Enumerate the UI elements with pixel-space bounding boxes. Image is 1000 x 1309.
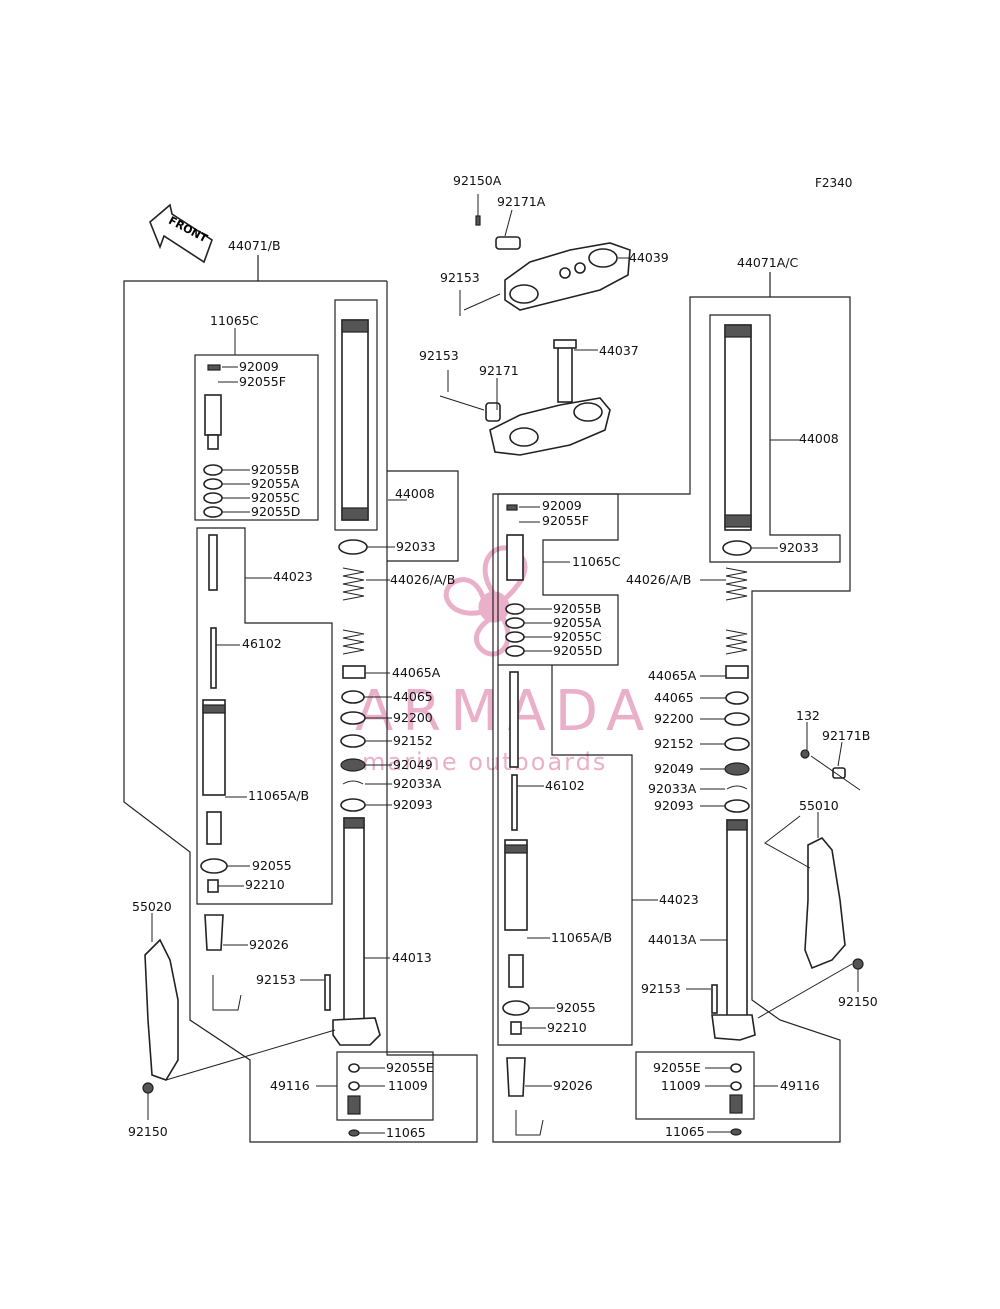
- label-R-92200: 92200: [654, 711, 694, 726]
- label-L-44026: 44026/A/B: [390, 572, 455, 587]
- label-L-55020: 55020: [132, 899, 172, 914]
- label-L-11065AB: 11065A/B: [248, 788, 309, 803]
- label-R-92055C: 92055C: [553, 629, 602, 644]
- label-R-44026: 44026/A/B: [626, 572, 691, 587]
- label-R-44065: 44065: [654, 690, 694, 705]
- label-L-92150: 92150: [128, 1124, 168, 1139]
- label-L-92200: 92200: [393, 710, 433, 725]
- watermark-tagline: marine outboards: [362, 748, 607, 776]
- label-L-92033A: 92033A: [393, 776, 442, 791]
- label-44071B: 44071/B: [228, 238, 281, 253]
- label-R-11065AB: 11065A/B: [551, 930, 612, 945]
- left-spring: [342, 567, 365, 655]
- stem-44037: [485, 339, 611, 456]
- label-L-92055: 92055: [252, 858, 292, 873]
- right-fork-assembly: 44071A/C 44008 92033 92009 92055F 11065C…: [492, 255, 878, 1143]
- diagram-code: F2340: [815, 176, 852, 190]
- label-92171A: 92171A: [497, 194, 546, 209]
- label-44071AC: 44071A/C: [737, 255, 799, 270]
- label-R-92055E: 92055E: [653, 1060, 701, 1075]
- label-R-44065A: 44065A: [648, 668, 697, 683]
- label-R-49116: 49116: [780, 1078, 820, 1093]
- label-L-46102: 46102: [242, 636, 282, 651]
- label-92153-top: 92153: [440, 270, 480, 285]
- label-L-92049: 92049: [393, 757, 433, 772]
- label-44039: 44039: [629, 250, 669, 265]
- label-L-92055F: 92055F: [239, 374, 286, 389]
- label-R-92171B: 92171B: [822, 728, 870, 743]
- label-R-92055A: 92055A: [553, 615, 602, 630]
- label-R-44023: 44023: [659, 892, 699, 907]
- label-L-92210: 92210: [245, 877, 285, 892]
- label-R-92026: 92026: [553, 1078, 593, 1093]
- label-R-11065C: 11065C: [572, 554, 621, 569]
- label-R-92150: 92150: [838, 994, 878, 1009]
- label-R-55010: 55010: [799, 798, 839, 813]
- label-L-11065: 11065: [386, 1125, 426, 1140]
- label-L-92152: 92152: [393, 733, 433, 748]
- label-R-92055: 92055: [556, 1000, 596, 1015]
- label-L-44065A: 44065A: [392, 665, 441, 680]
- label-L-92009: 92009: [239, 359, 279, 374]
- front-arrow-icon: FRONT: [149, 203, 213, 264]
- label-92171: 92171: [479, 363, 519, 378]
- label-L-92055A: 92055A: [251, 476, 300, 491]
- label-L-92055D: 92055D: [251, 504, 300, 519]
- label-R-92055B: 92055B: [553, 601, 601, 616]
- label-R-92033: 92033: [779, 540, 819, 555]
- label-92153-mid: 92153: [419, 348, 459, 363]
- label-R-44008: 44008: [799, 431, 839, 446]
- watermark-brand: ARMADA: [355, 679, 653, 744]
- label-L-92055C: 92055C: [251, 490, 300, 505]
- label-R-92210: 92210: [547, 1020, 587, 1035]
- upper-bracket-44039: [495, 236, 631, 311]
- label-R-44013A: 44013A: [648, 932, 697, 947]
- label-R-46102: 46102: [545, 778, 585, 793]
- label-L-92055B: 92055B: [251, 462, 299, 477]
- label-R-132: 132: [796, 708, 820, 723]
- label-R-92093: 92093: [654, 798, 694, 813]
- label-R-92055F: 92055F: [542, 513, 589, 528]
- label-L-92093: 92093: [393, 797, 433, 812]
- label-R-92033A: 92033A: [648, 781, 697, 796]
- label-92150A: 92150A: [453, 173, 502, 188]
- label-R-11009: 11009: [661, 1078, 701, 1093]
- label-L-44065: 44065: [393, 689, 433, 704]
- label-44037: 44037: [599, 343, 639, 358]
- label-L-44008: 44008: [395, 486, 435, 501]
- label-R-11065: 11065: [665, 1124, 705, 1139]
- right-spring: [725, 567, 748, 655]
- label-L-92026: 92026: [249, 937, 289, 952]
- label-R-92009: 92009: [542, 498, 582, 513]
- label-R-92153: 92153: [641, 981, 681, 996]
- label-L-49116: 49116: [270, 1078, 310, 1093]
- label-R-92055D: 92055D: [553, 643, 602, 658]
- label-L-11009: 11009: [388, 1078, 428, 1093]
- label-L-92055E: 92055E: [386, 1060, 434, 1075]
- label-L-44023: 44023: [273, 569, 313, 584]
- label-L-44013: 44013: [392, 950, 432, 965]
- label-L-92033: 92033: [396, 539, 436, 554]
- label-L-11065C: 11065C: [210, 313, 259, 328]
- label-L-92153: 92153: [256, 972, 296, 987]
- label-R-92152: 92152: [654, 736, 694, 751]
- left-fork-assembly: 44071/B 11065C 92009 92055F 92055B 92055…: [123, 238, 478, 1143]
- label-R-92049: 92049: [654, 761, 694, 776]
